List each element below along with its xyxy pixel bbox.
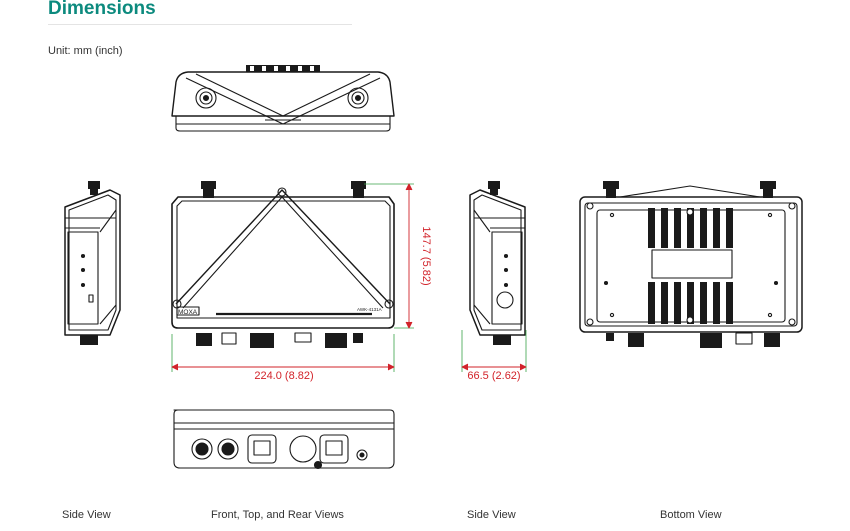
bottom-view bbox=[579, 181, 803, 348]
caption-left-side-view: Side View bbox=[62, 509, 111, 521]
model-label: AWK-4131A bbox=[357, 307, 382, 312]
front-view: MOXA AWK-4131A 147.7 (5.82) 224.0 (8.82) bbox=[171, 181, 432, 382]
page-title: Dimensions bbox=[48, 0, 156, 19]
caption-front-top-rear-views: Front, Top, and Rear Views bbox=[211, 509, 344, 521]
depth-dimension: 66.5 (2.62) bbox=[467, 370, 520, 382]
brand-label: MOXA bbox=[178, 309, 198, 316]
title-divider bbox=[48, 24, 352, 25]
width-dimension: 224.0 (8.82) bbox=[254, 370, 313, 382]
caption-bottom-view: Bottom View bbox=[660, 509, 722, 521]
rear-view bbox=[173, 409, 395, 470]
unit-note: Unit: mm (inch) bbox=[48, 45, 123, 57]
caption-right-side-view: Side View bbox=[467, 509, 516, 521]
left-side-view bbox=[64, 181, 121, 345]
height-dimension: 147.7 (5.82) bbox=[420, 226, 432, 285]
top-view bbox=[171, 65, 395, 132]
right-side-view: 66.5 (2.62) bbox=[461, 181, 527, 382]
